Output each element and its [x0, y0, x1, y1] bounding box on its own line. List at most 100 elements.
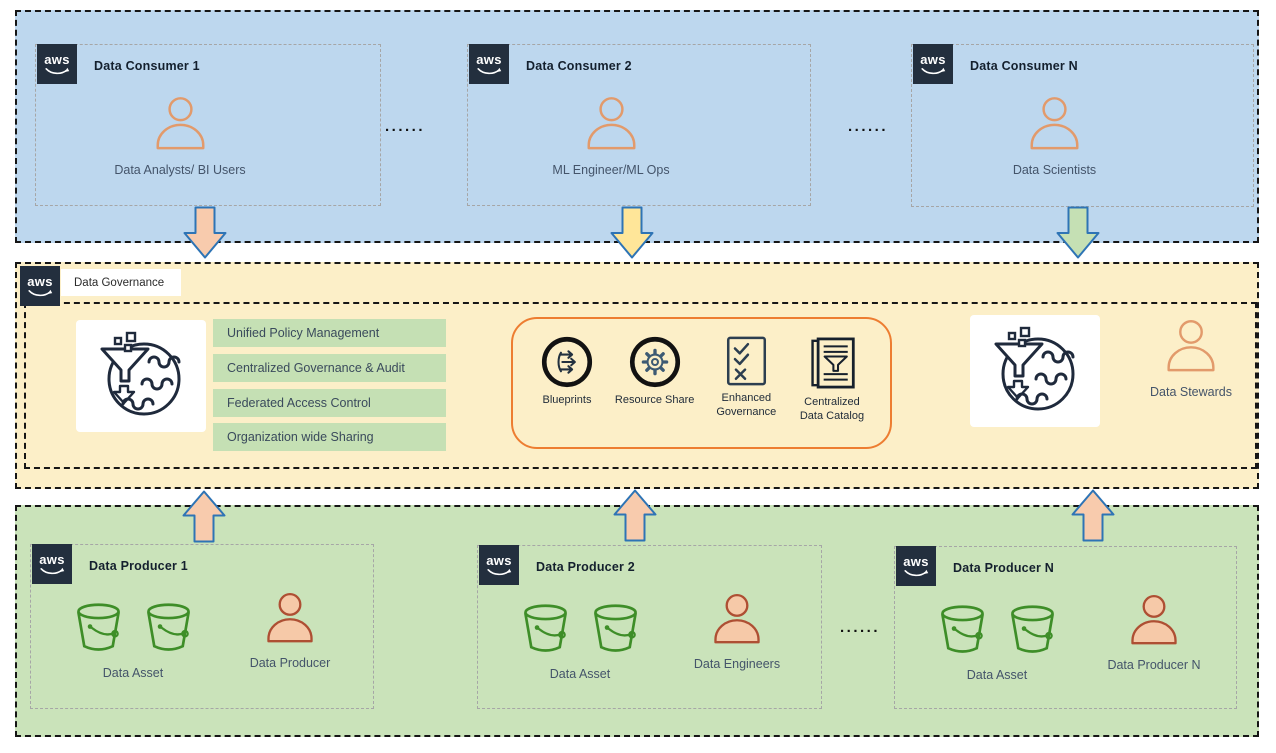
capability-resource-share: Resource Share [609, 336, 701, 447]
data-governance-section: aws Data Governance Unified Policy Manag… [15, 262, 1259, 489]
aws-logo-text: aws [476, 51, 502, 67]
capability-label: Resource Share [614, 394, 695, 406]
consumer-n-down-arrow [1056, 206, 1100, 259]
data-consumer-1-box: aws Data Consumer 1 Data Analysts/ BI Us… [35, 44, 381, 206]
s3-bucket-icon [934, 603, 991, 655]
data-producer-n-box: aws Data Producer N Data Asset Data Prod… [894, 546, 1237, 709]
aws-logo: aws [913, 44, 953, 84]
aws-smile-icon [39, 567, 65, 576]
asset-label: Data Asset [966, 668, 1028, 682]
data-consumer-n-box: aws Data Consumer N Data Scientists [911, 44, 1254, 207]
lake-formation-icon [983, 326, 1087, 416]
data-stewards: Data Stewards [1126, 318, 1256, 399]
person-label: Data Producer N [1107, 658, 1201, 672]
consumer-2-down-arrow [610, 206, 654, 259]
aws-logo: aws [37, 44, 77, 84]
aws-logo: aws [896, 546, 936, 586]
aws-smile-icon [903, 569, 929, 578]
box-title: Data Producer 2 [536, 560, 635, 574]
data-producer-2-box: aws Data Producer 2 Data Asset Data Engi… [477, 545, 822, 709]
lake-formation-tile [76, 320, 206, 432]
s3-bucket-icon [517, 602, 574, 654]
aws-smile-icon [486, 568, 512, 577]
box-title: Data Consumer N [970, 59, 1078, 73]
capability-label: Centralized Data Catalog [799, 396, 865, 422]
lake-formation-tile [970, 315, 1100, 427]
bucket-row [517, 602, 644, 654]
producer-2-up-arrow [613, 489, 657, 542]
s3-bucket-icon [1004, 603, 1061, 655]
capability-centralized-data-catalog: Centralized Data Catalog [792, 336, 872, 447]
aws-logo-text: aws [486, 552, 512, 568]
box-title: Data Consumer 2 [526, 59, 632, 73]
governance-title: Data Governance [61, 269, 181, 296]
s3-bucket-icon [140, 601, 197, 653]
aws-logo: aws [32, 544, 72, 584]
aws-logo: aws [469, 44, 509, 84]
person-icon [1163, 318, 1219, 372]
aws-logo-text: aws [39, 551, 65, 567]
data-asset-group: Data Asset [500, 602, 660, 681]
person-label: Data Producer [249, 656, 331, 670]
aws-logo: aws [20, 266, 60, 306]
resource-share-icon [629, 336, 681, 388]
box-content: ML Engineer/ML Ops [468, 95, 754, 177]
aws-smile-icon [27, 289, 53, 298]
data-asset-group: Data Asset [53, 601, 213, 680]
person-label: Data Engineers [693, 657, 781, 671]
data-consumers-section: aws Data Consumer 1 Data Analysts/ BI Us… [15, 10, 1259, 243]
producer-person-group: Data Producer N [1087, 593, 1221, 672]
data-asset-group: Data Asset [917, 603, 1077, 682]
box-content: Data Scientists [912, 95, 1197, 177]
asset-label: Data Asset [549, 667, 611, 681]
policy-chip: Federated Access Control [213, 389, 446, 417]
data-consumer-2-box: aws Data Consumer 2 ML Engineer/ML Ops [467, 44, 811, 206]
enhanced-governance-icon [726, 336, 767, 386]
policy-chip: Unified Policy Management [213, 319, 446, 347]
aws-smile-icon [44, 67, 70, 76]
producer-person-group: Data Producer [223, 591, 357, 670]
capability-blueprints: Blueprints [531, 336, 603, 447]
person-label: Data Stewards [1150, 385, 1232, 399]
lake-formation-icon [89, 331, 193, 421]
box-title: Data Consumer 1 [94, 59, 200, 73]
bucket-row [934, 603, 1061, 655]
consumer-1-down-arrow [183, 206, 227, 259]
person-icon [263, 591, 317, 643]
asset-label: Data Asset [102, 666, 164, 680]
governance-capabilities-box: Blueprints Resource Share Enhanced Gover… [511, 317, 892, 449]
person-icon [1127, 593, 1181, 645]
policy-chip: Centralized Governance & Audit [213, 354, 446, 382]
person-icon [152, 95, 209, 150]
producer-n-up-arrow [1071, 489, 1115, 542]
person-icon [710, 592, 764, 644]
person-label: Data Scientists [1012, 163, 1097, 177]
blueprints-icon [541, 336, 593, 388]
producer-person-group: Data Engineers [670, 592, 804, 671]
ellipsis-separator: ...... [848, 118, 889, 135]
aws-logo-text: aws [903, 553, 929, 569]
s3-bucket-icon [70, 601, 127, 653]
person-label: ML Engineer/ML Ops [552, 163, 670, 177]
policy-chip: Organization wide Sharing [213, 423, 446, 451]
centralized-data-catalog-icon [807, 336, 857, 390]
aws-logo: aws [479, 545, 519, 585]
aws-smile-icon [920, 67, 946, 76]
person-icon [1026, 95, 1083, 150]
capability-label: Blueprints [542, 394, 592, 406]
data-producers-section: aws Data Producer 1 Data Asset Data Prod… [15, 505, 1259, 737]
aws-logo-text: aws [920, 51, 946, 67]
box-title: Data Producer 1 [89, 559, 188, 573]
capability-label: Enhanced Governance [716, 392, 777, 418]
box-content: Data Analysts/ BI Users [36, 95, 324, 177]
person-icon [583, 95, 640, 150]
aws-logo-text: aws [27, 273, 53, 289]
box-title: Data Producer N [953, 561, 1054, 575]
governance-inner-box [24, 302, 1257, 469]
aws-logo-text: aws [44, 51, 70, 67]
data-producer-1-box: aws Data Producer 1 Data Asset Data Prod… [30, 544, 374, 709]
ellipsis-separator: ...... [385, 118, 426, 135]
bucket-row [70, 601, 197, 653]
producer-1-up-arrow [182, 490, 226, 543]
